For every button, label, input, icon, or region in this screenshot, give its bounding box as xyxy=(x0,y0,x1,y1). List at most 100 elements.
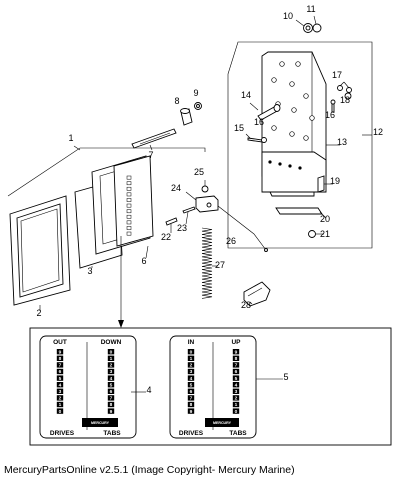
panel-right-right-digit: 5 xyxy=(235,376,238,382)
pin-23 xyxy=(182,206,196,225)
bracket-foot xyxy=(275,207,327,219)
callout-14: 14 xyxy=(241,90,251,100)
board-led xyxy=(126,231,132,236)
plate-hole xyxy=(289,131,295,137)
callout-1: 1 xyxy=(68,133,73,143)
callout-25: 25 xyxy=(194,167,204,177)
spring-coil xyxy=(201,288,213,293)
panel-left-left-digit: 4 xyxy=(59,382,62,388)
panel-right-right-led-3 xyxy=(232,368,240,375)
panel-left-right-led-1 xyxy=(107,355,115,361)
panel-right-left-led-7 xyxy=(187,395,195,401)
panel-left-left-digit: 5 xyxy=(59,376,62,382)
panel-right-left-led-1 xyxy=(187,355,195,361)
panel-right-right-led-5 xyxy=(232,382,240,388)
callout-27: 27 xyxy=(215,260,225,270)
screw-21 xyxy=(308,230,324,238)
screw-16-left xyxy=(261,137,267,143)
spring-coil xyxy=(201,278,213,283)
copyright-footer: MercuryPartsOnline v2.5.1 (Image Copyrig… xyxy=(4,464,295,476)
panel-left-left-digit: 8 xyxy=(59,356,62,362)
panel-right-right-led-7 xyxy=(232,395,240,401)
callout-16: 16 xyxy=(325,110,335,120)
panel-left-right-led-8 xyxy=(107,401,115,408)
panel-right-right-led-1 xyxy=(232,355,240,361)
spring-coil xyxy=(201,246,213,251)
spring-coil xyxy=(201,272,213,277)
panel-right-right-led-8 xyxy=(232,401,240,408)
plate-slot xyxy=(288,164,292,168)
plate-hole xyxy=(271,125,277,131)
callout-numbers: 1234567891011121314151616171819202122232… xyxy=(36,4,383,395)
callout-3: 3 xyxy=(87,266,92,276)
panel-right-left-digit: 2 xyxy=(190,363,193,369)
panel-right-right-digit: 7 xyxy=(235,363,238,369)
plate-hole xyxy=(279,61,285,67)
spring xyxy=(201,227,218,299)
panel-left-left-digit: 9 xyxy=(59,349,62,355)
spring-coil xyxy=(201,227,213,232)
board-led xyxy=(126,175,132,180)
panel-left-right-led-4 xyxy=(107,375,115,381)
panel-left-left-led-1 xyxy=(56,355,64,361)
callout-21: 21 xyxy=(320,229,330,239)
knob xyxy=(243,281,271,307)
panel-left-right-digit: 1 xyxy=(110,356,113,362)
panel-right-right-led-4 xyxy=(232,375,240,381)
plate-hole xyxy=(295,61,301,67)
callout-10: 10 xyxy=(283,11,293,21)
panel-left-right-digit: 5 xyxy=(110,382,113,388)
bracket-group-outline xyxy=(227,41,373,249)
callout-20: 20 xyxy=(320,214,330,224)
panel-left-right-digit: 7 xyxy=(110,396,113,402)
panel-left-left-digit: 6 xyxy=(59,369,62,375)
panel-right-left-led-9 xyxy=(187,408,195,414)
panel-right-left-led-5 xyxy=(187,382,195,388)
panel-left-right-led-9 xyxy=(107,408,115,414)
panel-left-right-led-6 xyxy=(107,388,115,394)
spacer xyxy=(180,108,193,126)
mounting-plate xyxy=(261,51,340,197)
spring-coil xyxy=(201,266,213,270)
assembly-group-outline xyxy=(7,147,206,197)
panel-left-left-led-4 xyxy=(56,375,64,381)
plate-slot xyxy=(278,162,282,166)
panel-left-right-digit: 8 xyxy=(110,402,113,408)
panel-right-left-digit: 4 xyxy=(190,376,193,382)
panel-right-header-right: UP xyxy=(231,339,241,346)
callout-18: 18 xyxy=(340,95,350,105)
panel-left-header-right: DOWN xyxy=(101,339,122,346)
spring-coil xyxy=(201,275,213,280)
plate-hole xyxy=(289,81,295,87)
panel-right-left-led-2 xyxy=(187,362,195,368)
callout-13: 13 xyxy=(337,137,347,147)
plate-hole xyxy=(291,107,297,113)
plate-slot xyxy=(298,166,302,170)
panel-right-header-left: IN xyxy=(188,339,195,346)
panel-left-left-led-6 xyxy=(56,388,64,394)
circuit-board xyxy=(91,155,154,259)
panel-right-left-digit: 7 xyxy=(190,396,193,402)
callout-16: 16 xyxy=(254,117,264,127)
spring-coil xyxy=(201,291,213,296)
panel-left-left-led-7 xyxy=(56,395,64,401)
pin-22 xyxy=(165,217,178,233)
bezel-frame xyxy=(9,195,71,311)
gasket-strip xyxy=(131,128,177,151)
panel-right-left-digit: 5 xyxy=(190,382,193,388)
panel-left-right-digit: 0 xyxy=(110,349,113,355)
panel-right-right-led-9 xyxy=(232,408,240,414)
panel-right-left-digit: 6 xyxy=(190,389,193,395)
panel-left-right-led-5 xyxy=(107,382,115,388)
sender-block xyxy=(185,191,219,213)
callout-28: 28 xyxy=(241,300,251,310)
panel-right-right-digit: 4 xyxy=(235,382,238,388)
plate-hole xyxy=(271,77,277,83)
spring-coil xyxy=(201,262,213,267)
panel-right-footer-right: TABS xyxy=(229,430,247,437)
board-led xyxy=(126,186,132,191)
panel-left-footer-left: DRIVES xyxy=(50,430,75,437)
panel-right-left-led-6 xyxy=(187,388,195,394)
